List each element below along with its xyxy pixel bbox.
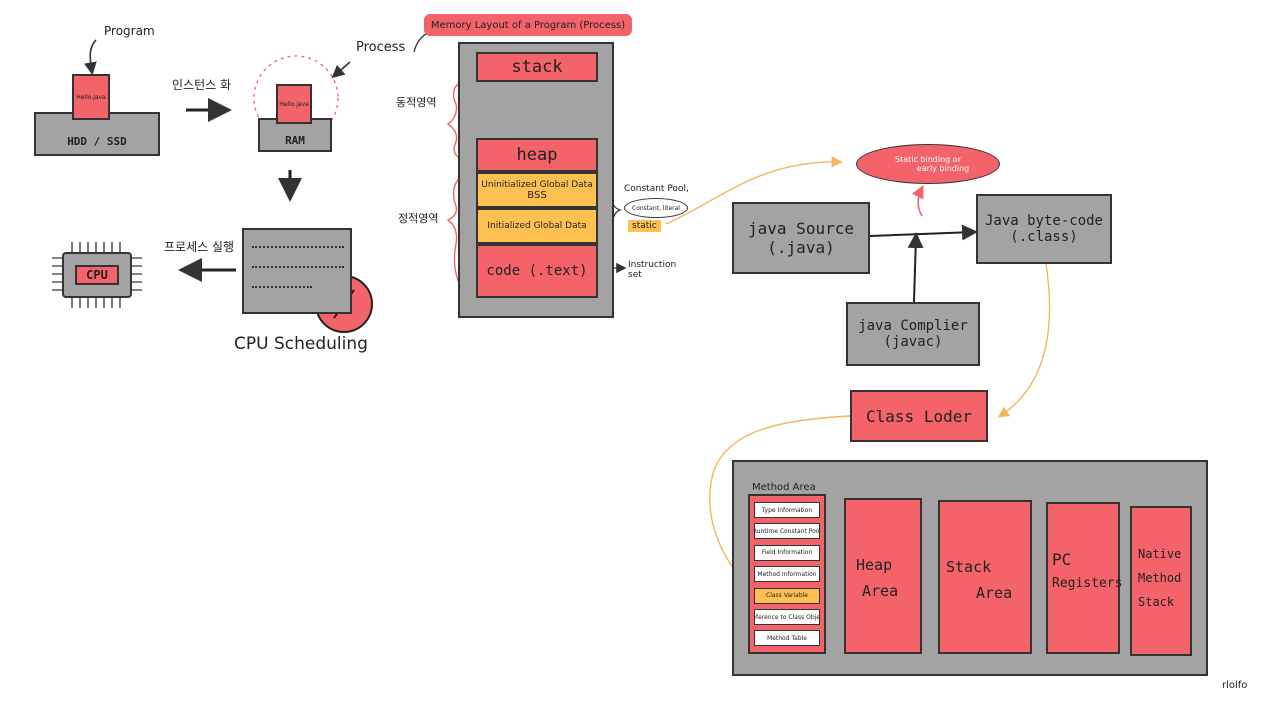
memory-layout-title: Memory Layout of a Program (Process) (424, 14, 632, 36)
byte-code-box: Java byte-code (.class) (976, 194, 1112, 264)
binding-red-arrow (911, 185, 924, 217)
constant-literal-ellipse: Constant, literal (624, 198, 688, 218)
binding-ellipse: Static binding or early binding (856, 144, 1000, 184)
stack-area-line2: Area (976, 584, 1013, 602)
method-area-item: Field Information (754, 544, 820, 561)
constant-literal-label: Constant, literal (632, 204, 680, 212)
bss-segment: Uninitialized Global Data BSS (476, 172, 598, 208)
class-loader-box: Class Loder (850, 390, 988, 442)
compiler-up-arrow (907, 232, 924, 303)
binding-line2: early binding (916, 164, 970, 173)
method-area-item: Class Variable (754, 587, 820, 604)
heap-area-line2: Area (862, 582, 899, 600)
cpu-scheduling-label: CPU Scheduling (234, 334, 368, 354)
compiler-line2: (javac) (883, 334, 943, 350)
program-pointer-arrow (84, 39, 97, 76)
ram-label: RAM (285, 133, 305, 147)
byte-code-line2: (.class) (1010, 229, 1078, 245)
static-bracket (446, 175, 471, 297)
loader-to-method-area-curve (709, 415, 851, 598)
program-file-label: Hello.java (76, 93, 106, 101)
stack-area-box: Stack Area (938, 500, 1032, 654)
method-area-title: Method Area (752, 482, 816, 493)
process-pointer-arrow (331, 61, 351, 79)
class-loader-label: Class Loder (866, 406, 972, 426)
heap-area-box: Heap Area (844, 498, 922, 654)
native-line2: Method (1138, 571, 1182, 585)
static-binding-curve (665, 156, 843, 225)
method-area-item: Method Table (754, 630, 820, 647)
code-segment-label: code (.text) (486, 263, 588, 279)
dynamic-bracket (446, 81, 467, 161)
bss-line2: BSS (527, 189, 547, 201)
binding-line1: Static binding or (895, 155, 961, 164)
java-compiler-box: java Complier (javac) (846, 302, 980, 366)
process-label: Process (356, 40, 406, 55)
cpu-pins (52, 242, 142, 308)
code-segment: code (.text) (476, 244, 598, 298)
method-area-item: Method Information (754, 566, 820, 583)
stack-segment-label: stack (511, 57, 563, 77)
heap-segment-label: heap (516, 145, 558, 165)
cpu-label: CPU (86, 268, 108, 282)
program-file: Hello.java (72, 74, 110, 120)
method-area-item: Runtime Constant Pool (754, 523, 820, 540)
java-source-line2: (.java) (767, 238, 835, 257)
bss-line1: Uninitialized Global Data (481, 179, 593, 190)
pc-registers-box: PC Registers (1046, 502, 1123, 654)
pc-line1: PC (1052, 550, 1072, 569)
memory-layout-title-text: Memory Layout of a Program (Process) (430, 19, 626, 31)
execute-label: 프로세스 실행 (164, 240, 235, 254)
cpu-core: CPU (75, 265, 119, 285)
heap-area-line1: Heap (856, 556, 893, 574)
static-area-label: 정적영역 (398, 212, 439, 225)
java-source-box: java Source (.java) (732, 202, 870, 274)
method-area-item: Reference to Class Object (754, 609, 820, 625)
java-source-line1: java Source (748, 219, 854, 238)
native-line1: Native (1138, 547, 1182, 561)
dynamic-area-label: 동적영역 (396, 96, 437, 109)
method-area-item: Type Information (754, 502, 820, 518)
native-method-stack-box: Native Method Stack (1130, 506, 1192, 656)
byte-code-line1: Java byte-code (984, 213, 1103, 229)
native-line3: Stack (1138, 595, 1175, 609)
source-to-bytecode-arrow (869, 224, 978, 241)
bytecode-to-loader-curve (997, 263, 1051, 418)
program-label: Program (104, 24, 155, 38)
stack-area-line1: Stack (946, 558, 992, 576)
hdd-label: HDD / SSD (67, 134, 127, 148)
constant-pool-label: Constant Pool, (624, 184, 689, 194)
pc-line2: Registers (1052, 576, 1123, 591)
heap-segment: heap (476, 138, 598, 172)
signature: rlolfo (1222, 680, 1248, 691)
cpu-chip: CPU (62, 252, 132, 298)
instruction-set-label: Instruction set (628, 260, 677, 280)
init-data-label: Initialized Global Data (487, 221, 587, 231)
process-file-label: Hello.java (279, 100, 309, 108)
stack-segment: stack (476, 52, 598, 82)
scheduling-calendar (242, 228, 352, 314)
process-file: Hello.java (276, 84, 312, 124)
compiler-line1: java Complier (858, 318, 968, 334)
instantiate-label: 인스턴스 화 (172, 78, 232, 92)
static-tag: static (628, 220, 661, 232)
initialized-data-segment: Initialized Global Data (476, 208, 598, 244)
